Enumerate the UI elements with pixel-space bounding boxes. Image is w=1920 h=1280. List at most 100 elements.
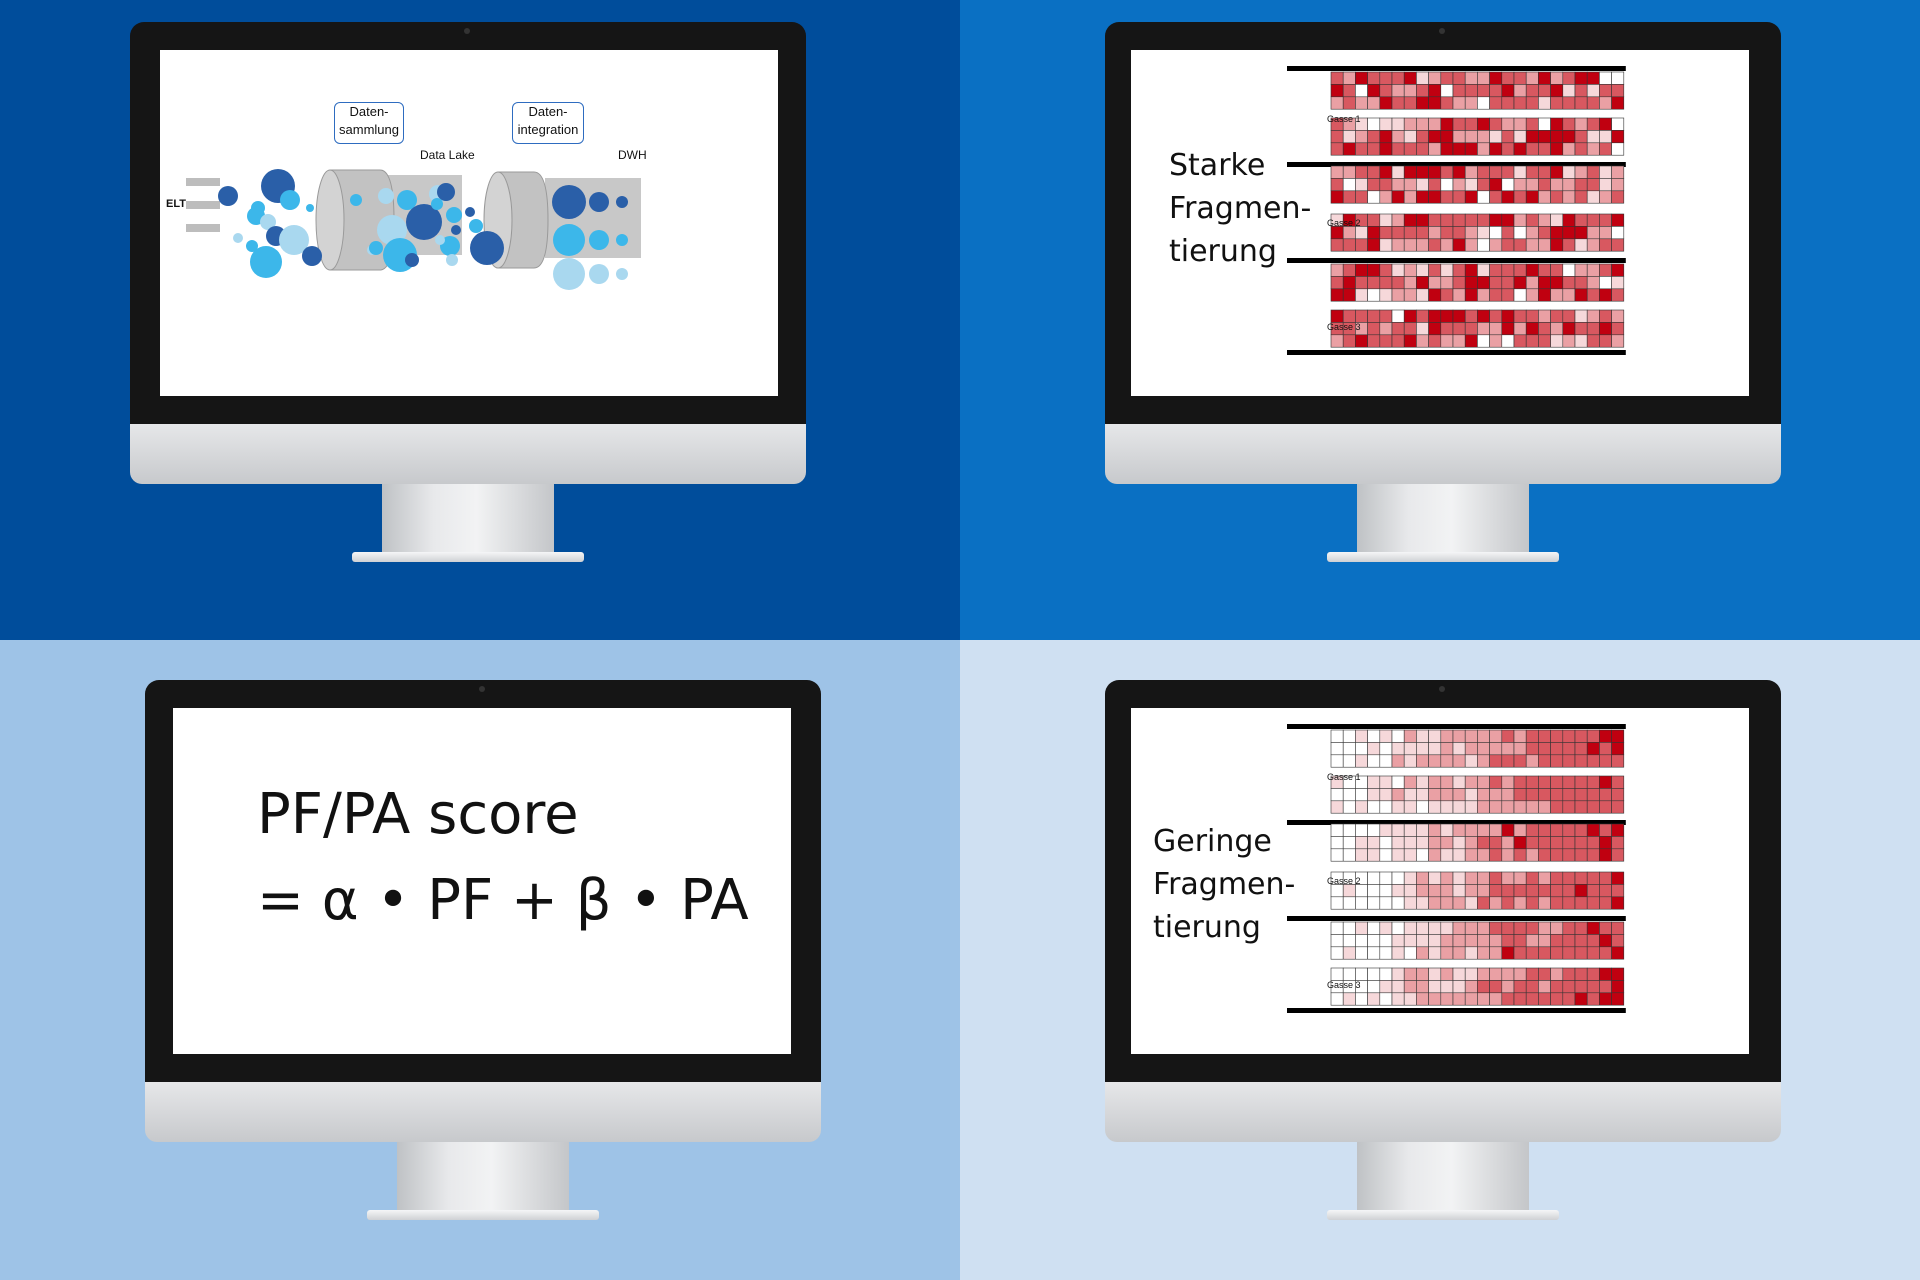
camera-icon: [1439, 686, 1445, 692]
storage-slot: [1538, 775, 1551, 789]
lane-bar: [1287, 916, 1626, 921]
storage-slot: [1428, 142, 1442, 156]
storage-slot: [1501, 946, 1515, 960]
storage-slot: [1367, 921, 1381, 935]
storage-slot: [1513, 742, 1527, 756]
storage-slot: [1501, 729, 1515, 743]
storage-slot: [1513, 142, 1527, 156]
storage-slot: [1379, 921, 1393, 935]
storage-slot: [1525, 754, 1539, 768]
storage-slot: [1586, 130, 1600, 144]
storage-slot: [1586, 213, 1600, 227]
storage-slot: [1330, 130, 1344, 144]
storage-slot: [1586, 322, 1600, 336]
storage-slot: [1440, 946, 1454, 960]
storage-slot: [1501, 322, 1515, 336]
storage-slot: [1574, 788, 1588, 802]
storage-slot: [1355, 238, 1368, 252]
storage-slot: [1525, 117, 1539, 131]
storage-slot: [1330, 884, 1344, 898]
storage-slot: [1428, 884, 1442, 898]
storage-slot: [1367, 238, 1381, 252]
monitor-stand: [382, 484, 554, 556]
storage-slot: [1428, 190, 1442, 204]
storage-slot: [1379, 165, 1393, 179]
storage-slot: [1513, 84, 1527, 98]
storage-slot: [1513, 213, 1527, 227]
storage-slot: [1379, 84, 1393, 98]
storage-slot: [1403, 165, 1417, 179]
storage-slot: [1391, 226, 1405, 240]
storage-slot: [1464, 775, 1478, 789]
storage-slot: [1574, 190, 1588, 204]
storage-slot: [1562, 178, 1576, 192]
storage-slot: [1501, 871, 1515, 885]
storage-slot: [1538, 190, 1551, 204]
storage-slot: [1355, 729, 1368, 743]
monitor: Geringe Fragmen- tierung Gasse 1 Gasse 2…: [1105, 680, 1781, 1220]
storage-slot: [1391, 276, 1405, 290]
storage-slot: [1391, 775, 1405, 789]
storage-slot: [1574, 848, 1588, 862]
storage-slot: [1513, 117, 1527, 131]
storage-slot: [1550, 190, 1564, 204]
storage-slot: [1355, 967, 1368, 981]
storage-slot: [1562, 84, 1576, 98]
storage-slot: [1489, 742, 1503, 756]
storage-slot: [1367, 992, 1381, 1006]
storage-slot: [1403, 921, 1417, 935]
storage-slot: [1379, 800, 1393, 814]
storage-slot: [1513, 178, 1527, 192]
storage-slot: [1538, 884, 1551, 898]
storage-slot: [1452, 967, 1466, 981]
storage-slot: [1403, 946, 1417, 960]
camera-icon: [479, 686, 485, 692]
storage-slot: [1355, 334, 1368, 348]
storage-slot: [1367, 165, 1381, 179]
storage-slot: [1489, 165, 1503, 179]
storage-slot: [1562, 288, 1576, 302]
storage-slot: [1330, 142, 1344, 156]
storage-slot: [1562, 226, 1576, 240]
storage-slot: [1440, 921, 1454, 935]
storage-slot: [1538, 238, 1551, 252]
storage-slot: [1562, 967, 1576, 981]
lane-bar: [1287, 1008, 1626, 1013]
storage-slot: [1428, 946, 1442, 960]
storage-slot: [1586, 934, 1600, 948]
storage-slot: [1367, 934, 1381, 948]
storage-slot: [1525, 896, 1539, 910]
storage-slot: [1428, 334, 1442, 348]
storage-slot: [1416, 836, 1429, 850]
storage-slot: [1513, 800, 1527, 814]
storage-slot: [1379, 71, 1393, 85]
storage-slot: [1355, 130, 1368, 144]
storage-slot: [1489, 921, 1503, 935]
storage-slot: [1452, 871, 1466, 885]
storage-slot: [1452, 946, 1466, 960]
storage-slot: [1403, 117, 1417, 131]
warehouse-grid: [1287, 66, 1626, 355]
storage-slot: [1391, 946, 1405, 960]
storage-slot: [1367, 800, 1381, 814]
storage-slot: [1440, 130, 1454, 144]
warehouse-grid: [1287, 724, 1626, 1013]
storage-slot: [1440, 142, 1454, 156]
monitor-foot: [352, 552, 584, 562]
storage-slot: [1477, 896, 1490, 910]
storage-slot: [1562, 836, 1576, 850]
storage-slot: [1550, 213, 1564, 227]
storage-slot: [1379, 884, 1393, 898]
fragmentation-title: Starke Fragmen- tierung: [1169, 144, 1311, 273]
storage-slot: [1538, 322, 1551, 336]
storage-slot: [1611, 165, 1625, 179]
storage-slot: [1550, 788, 1564, 802]
storage-slot: [1367, 754, 1381, 768]
storage-slot: [1391, 742, 1405, 756]
storage-slot: [1440, 992, 1454, 1006]
storage-slot: [1574, 334, 1588, 348]
storage-slot: [1428, 921, 1442, 935]
storage-slot: [1513, 754, 1527, 768]
storage-slot: [1355, 263, 1368, 277]
storage-slot: [1477, 742, 1490, 756]
